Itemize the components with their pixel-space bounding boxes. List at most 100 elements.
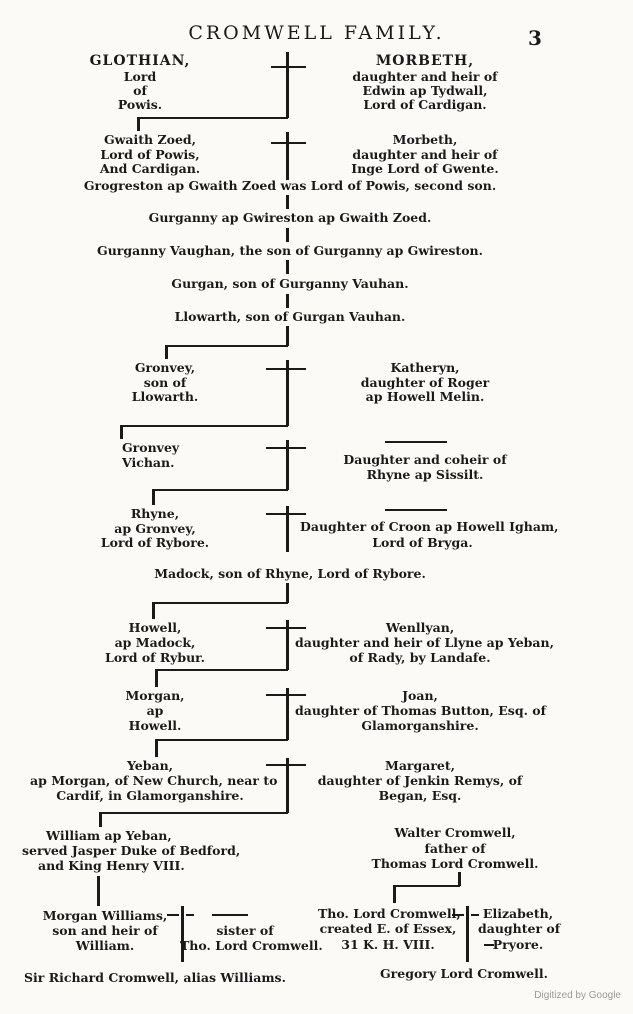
sister-line1: sister of bbox=[216, 923, 274, 938]
morbeth2-line2: Inge Lord of Gwente. bbox=[351, 161, 499, 176]
gronvey-join bbox=[266, 368, 306, 370]
tho-lord-drop bbox=[393, 885, 396, 903]
yeban-drop bbox=[155, 739, 158, 757]
spine-1 bbox=[286, 52, 289, 118]
gronvey-line2: Llowarth. bbox=[131, 389, 199, 404]
william-descent bbox=[97, 876, 100, 906]
morgan-williams-join bbox=[167, 914, 179, 916]
katheryn-name: Katheryn, bbox=[390, 360, 460, 375]
katheryn-line1: daughter of Roger bbox=[360, 375, 490, 390]
morgan-drop bbox=[155, 669, 158, 687]
sister-line2: Tho. Lord Cromwell. bbox=[180, 938, 323, 953]
yeban-line2: Cardif, in Glamorganshire. bbox=[56, 788, 244, 803]
walter-line1: father of bbox=[424, 841, 486, 856]
morbeth1-name: MORBETH, bbox=[375, 53, 475, 69]
morgan-williams-line1: son and heir of bbox=[52, 923, 158, 938]
morgan-line1: ap bbox=[146, 703, 164, 718]
morgan-williams-bar bbox=[181, 906, 184, 962]
morgan-line2: Howell. bbox=[128, 718, 182, 733]
gwaith-zoed-name: Gwaith Zoed, bbox=[103, 132, 196, 147]
morgan-join bbox=[266, 694, 306, 696]
rhyne-line1: ap Gronvey, bbox=[114, 521, 196, 536]
gwaith-zoed-line2: And Cardigan. bbox=[99, 161, 201, 176]
spine-4 bbox=[286, 228, 289, 242]
yeban-line1: ap Morgan, of New Church, near to bbox=[30, 773, 278, 788]
page-title: CROMWELL FAMILY. bbox=[188, 22, 445, 44]
walter-line2: Thomas Lord Cromwell. bbox=[371, 856, 539, 871]
spine-5 bbox=[286, 260, 289, 274]
tho-lord-line1: created E. of Essex, bbox=[319, 921, 457, 936]
howell-name: Howell, bbox=[128, 620, 182, 635]
william-line2: and King Henry VIII. bbox=[38, 858, 185, 873]
howell-join bbox=[266, 627, 306, 629]
vichan-drop bbox=[120, 425, 123, 439]
croon-overline bbox=[385, 509, 447, 511]
tho-lord-line2: 31 K. H. VIII. bbox=[341, 937, 435, 952]
glothian-title: Lord bbox=[123, 69, 157, 84]
spine-6 bbox=[286, 294, 289, 308]
william-name: William ap Yeban, bbox=[46, 828, 172, 843]
gen2-join bbox=[271, 142, 306, 144]
page-number: 3 bbox=[528, 26, 542, 50]
morgan-williams-join-2 bbox=[186, 914, 194, 916]
gen1-drop bbox=[137, 117, 140, 131]
spine-3 bbox=[286, 195, 289, 209]
spine-madock bbox=[286, 583, 289, 603]
william-drop bbox=[99, 812, 102, 827]
gen1-join bbox=[271, 66, 306, 68]
elizabeth-name: Elizabeth, bbox=[482, 906, 554, 921]
spine-howell bbox=[286, 620, 289, 670]
walter-descent bbox=[458, 872, 461, 886]
richard-line: Sir Richard Cromwell, alias Williams. bbox=[24, 970, 286, 985]
margaret-line2: Began, Esq. bbox=[378, 788, 462, 803]
spine-7 bbox=[286, 326, 289, 346]
walter-children-bar bbox=[393, 885, 460, 887]
gronvey-name: Gronvey, bbox=[134, 360, 196, 375]
tho-lord-join bbox=[452, 914, 464, 916]
gurganny-line: Gurganny ap Gwireston ap Gwaith Zoed. bbox=[148, 210, 432, 225]
gurganny-vaughan-line: Gurganny Vaughan, the son of Gurganny ap… bbox=[97, 243, 483, 258]
william-drop-bar bbox=[99, 812, 288, 814]
spine-yeban bbox=[286, 758, 289, 813]
pryore-dash bbox=[484, 944, 494, 946]
glothian-name: GLOTHIAN, bbox=[89, 53, 191, 69]
wenllyan-line2: of Rady, by Landafe. bbox=[349, 650, 491, 665]
morbeth2-name: Morbeth, bbox=[392, 132, 458, 147]
croon-line1: Daughter of Croon ap Howell Igham, bbox=[300, 519, 559, 534]
glothian-of: of bbox=[133, 83, 147, 98]
yeban-join bbox=[266, 764, 306, 766]
spine-rhyne bbox=[286, 506, 289, 552]
margaret-line1: daughter of Jenkin Remys, of bbox=[317, 773, 523, 788]
howell-drop-bar bbox=[152, 602, 288, 604]
morbeth1-line2: Edwin ap Tydwall, bbox=[362, 83, 488, 98]
spine-2 bbox=[286, 132, 289, 180]
morgan-williams-line2: William. bbox=[75, 938, 135, 953]
gurgan-line: Gurgan, son of Gurganny Vauhan. bbox=[171, 276, 409, 291]
wenllyan-line1: daughter and heir of Llyne ap Yeban, bbox=[295, 635, 554, 650]
madock-line: Madock, son of Rhyne, Lord of Rybore. bbox=[154, 566, 426, 581]
morgan-name: Morgan, bbox=[125, 688, 185, 703]
william-line1: served Jasper Duke of Bedford, bbox=[22, 843, 241, 858]
gwaith-zoed-line1: Lord of Powis, bbox=[100, 147, 200, 162]
rhyne-drop bbox=[152, 489, 155, 505]
elizabeth-line2: Pryore. bbox=[492, 937, 544, 952]
katheryn-line2: ap Howell Melin. bbox=[365, 389, 485, 404]
rhyne-drop-bar bbox=[152, 489, 288, 491]
vichan-name: Gronvey bbox=[122, 440, 180, 455]
gronvey-line1: son of bbox=[143, 375, 187, 390]
rhyne-name: Rhyne, bbox=[130, 506, 180, 521]
spine-vichan bbox=[286, 440, 289, 490]
morbeth1-line3: Lord of Cardigan. bbox=[363, 97, 487, 112]
gregory-line: Gregory Lord Cromwell. bbox=[380, 966, 548, 981]
spine-morgan bbox=[286, 688, 289, 740]
morgan-williams-name: Morgan Williams, bbox=[42, 908, 168, 923]
vichan-drop-bar bbox=[120, 425, 288, 427]
joan-name: Joan, bbox=[402, 688, 438, 703]
tho-lord-name: Tho. Lord Cromwell, bbox=[318, 906, 461, 921]
coheir-overline bbox=[385, 441, 447, 443]
walter-name: Walter Cromwell, bbox=[394, 825, 516, 840]
joan-line1: daughter of Thomas Button, Esq. of bbox=[295, 703, 546, 718]
gronvey-drop bbox=[165, 345, 168, 359]
llowarth-line: Llowarth, son of Gurgan Vauhan. bbox=[174, 309, 406, 324]
